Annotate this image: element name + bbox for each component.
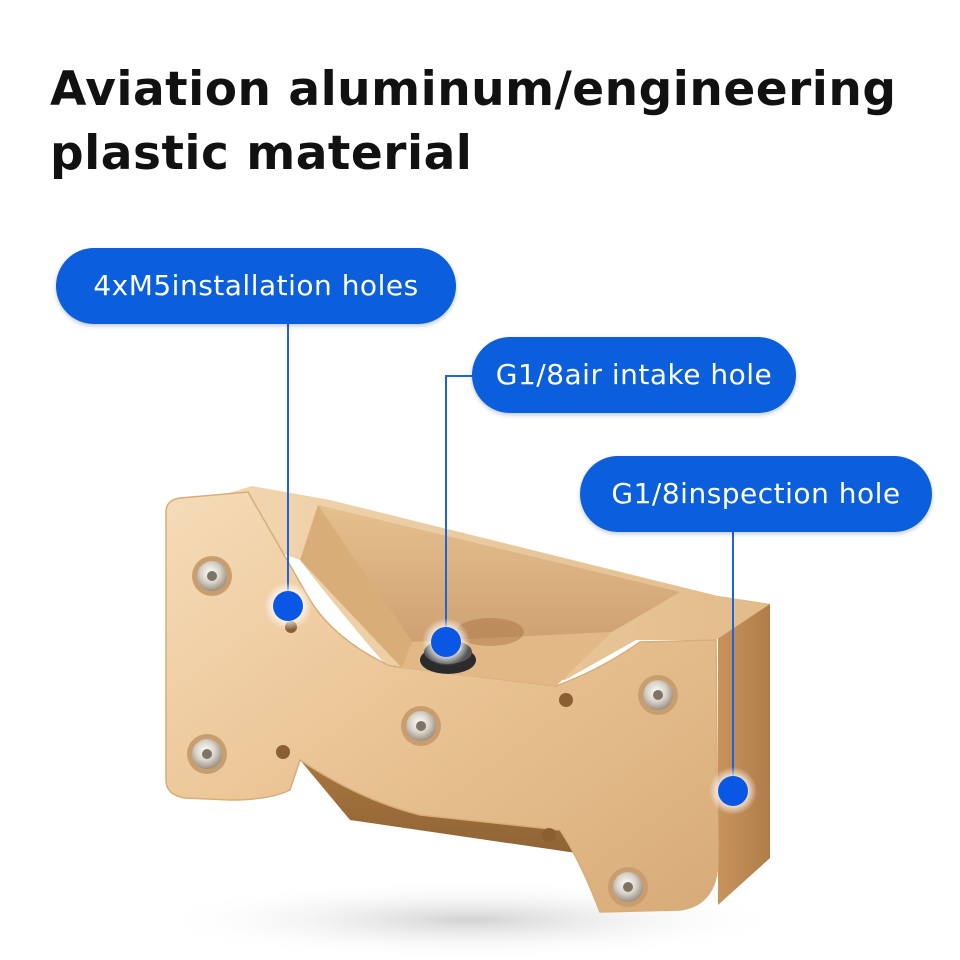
cavity-shadow — [456, 618, 524, 646]
title-line-1: Aviation aluminum/engineering — [50, 62, 897, 117]
leader-line — [445, 375, 472, 640]
screw-icon — [192, 556, 232, 596]
title-line-2: plastic material — [50, 126, 473, 181]
screw-icon — [608, 867, 648, 907]
screw-icon — [401, 706, 441, 746]
hole-icon — [276, 745, 290, 759]
marker-dot-icon — [709, 767, 757, 815]
screw-icon — [187, 734, 227, 774]
hole-icon — [542, 828, 556, 842]
cavity-inner-wall — [300, 505, 412, 668]
block-right-side — [718, 596, 770, 905]
callout-air-intake-hole: G1/8air intake hole — [472, 337, 796, 413]
page-title: Aviation aluminum/engineering plastic ma… — [50, 58, 910, 186]
hole-icon — [559, 693, 573, 707]
marker-dot-icon — [264, 582, 312, 630]
callout-installation-holes: 4xM5installation holes — [56, 248, 456, 324]
callout-inspection-hole: G1/8inspection hole — [580, 456, 932, 532]
marker-dot-icon — [422, 618, 470, 666]
intake-cavity — [318, 505, 680, 642]
screw-icon — [638, 675, 678, 715]
